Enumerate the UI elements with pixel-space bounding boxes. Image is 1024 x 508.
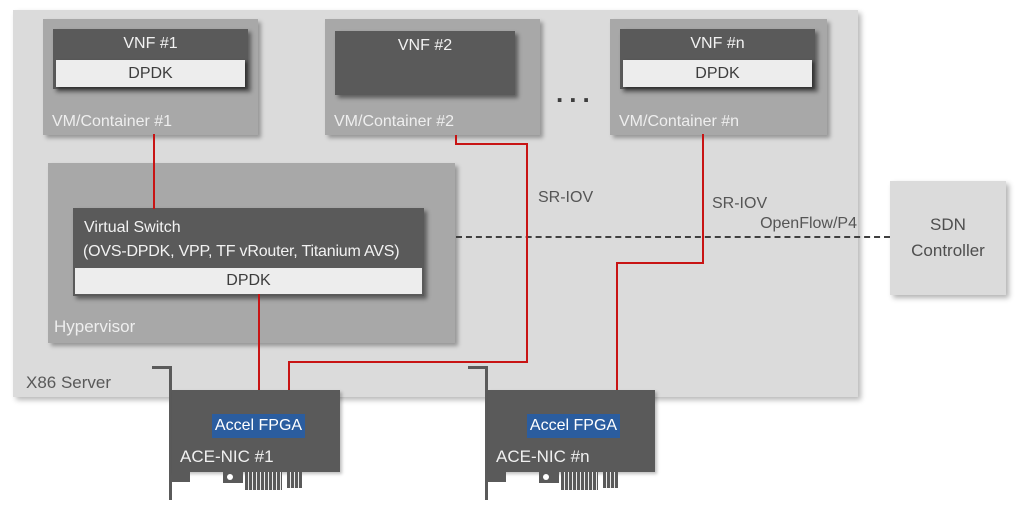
vnf-2-title: VNF #2 [397,37,453,54]
sdn-controller-label-line1: SDN [930,215,966,234]
nic2-screw-tab [539,472,559,483]
red-connector-vnfn-seg2 [616,262,704,264]
nic2-pcie-fingers-long [561,472,598,490]
ace-nic-1-card: Accel FPGA ACE-NIC #1 [172,390,340,490]
red-connector-vnf2-seg1 [455,135,457,145]
red-connector-vnf2-seg4 [288,361,528,363]
vnf-1-box: VNF #1 DPDK [53,29,248,89]
openflow-p4-label: OpenFlow/P4 [760,215,857,232]
red-connector-vnfn-seg1 [702,134,704,264]
red-connector-vnf2-seg2 [455,143,528,145]
sdn-controller-box: SDN Controller [890,181,1006,295]
ace-nic-1-label: ACE-NIC #1 [180,447,274,466]
nic2-foot [488,472,506,482]
ellipsis: ... [556,78,596,108]
nic1-pcie-fingers-short [287,472,302,488]
vnf-2-box: VNF #2 [335,31,515,95]
nic2-pcie-fingers-short [603,472,618,488]
red-connector-vnf1-to-vswitch [153,134,155,209]
nic1-bracket-top [152,366,172,369]
virtual-switch-dpdk-bar: DPDK [75,268,422,294]
vm-container-1: VNF #1 DPDK VM/Container #1 [43,19,258,135]
sriov-label-2: SR-IOV [712,195,768,212]
vm-container-2: VNF #2 VM/Container #2 [325,19,540,135]
nic1-screw-hole [227,474,233,480]
vnf-n-box: VNF #n DPDK [620,29,815,89]
vm-container-n: VNF #n DPDK VM/Container #n [610,19,827,135]
openflow-dashed-line [456,236,890,238]
x86-server-label: X86 Server [26,373,112,392]
nic2-screw-hole [543,474,549,480]
red-connector-vnf2-seg3 [526,143,528,363]
nic2-bracket [485,366,488,500]
sriov-label-1: SR-IOV [538,189,594,206]
virtual-switch-title: Virtual Switch [84,219,181,236]
ace-nic-n-card: Accel FPGA ACE-NIC #n [488,390,655,490]
red-connector-vswitch-to-nic1 [258,294,260,391]
vnf-1-dpdk-bar: DPDK [56,60,245,87]
vnf-1-title: VNF #1 [123,35,178,52]
hypervisor-box: Virtual Switch (OVS-DPDK, VPP, TF vRoute… [48,163,455,343]
ace-nic-n-label: ACE-NIC #n [496,447,590,466]
vnf-n-title: VNF #n [690,35,745,52]
accel-fpga-n: Accel FPGA [527,414,620,438]
nic1-foot [172,472,190,482]
red-connector-vnfn-to-nic2 [616,262,618,392]
hypervisor-label: Hypervisor [54,317,136,336]
virtual-switch-box: Virtual Switch (OVS-DPDK, VPP, TF vRoute… [73,208,424,296]
nic2-bracket-top [468,366,488,369]
vm-container-n-label: VM/Container #n [619,113,740,130]
vm-container-2-label: VM/Container #2 [334,113,455,130]
nic1-bracket [169,366,172,500]
accel-fpga-1: Accel FPGA [212,414,305,438]
virtual-switch-subtitle: (OVS-DPDK, VPP, TF vRouter, Titanium AVS… [83,243,400,260]
red-connector-vnf2-to-nic1 [288,361,290,391]
sdn-controller-label-line2: Controller [911,241,985,260]
nic1-pcie-fingers-long [245,472,282,490]
vnf-n-dpdk-bar: DPDK [623,60,812,87]
vm-container-1-label: VM/Container #1 [52,113,173,130]
nic1-screw-tab [223,472,243,483]
